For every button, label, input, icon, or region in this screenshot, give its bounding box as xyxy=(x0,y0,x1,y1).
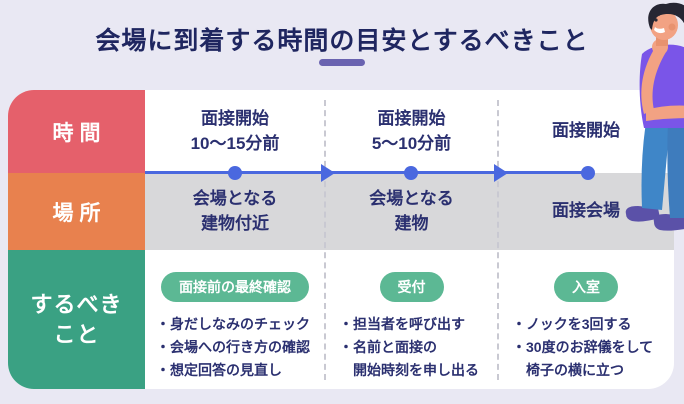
list-item-text: 名前と面接の 開始時刻を申し出る xyxy=(353,339,479,379)
page-title: 会場に到着する時間の目安とするべきこと xyxy=(95,27,589,55)
todo-badge-3: 入室 xyxy=(554,272,618,302)
timeline-dot xyxy=(404,165,418,180)
bullet-icon: ・ xyxy=(156,339,170,356)
place-cell-1: 会場となる 建物付近 xyxy=(145,173,325,250)
thinking-man-illustration xyxy=(625,2,684,231)
todo-list-1: ・ 身だしなみのチェック ・ 会場への行き方の確認 ・ 想定回答の見直し xyxy=(145,313,310,382)
list-item: ・ 名前と面接の 開始時刻を申し出る xyxy=(339,336,479,382)
time-cell-1: 面接開始 10〜15分前 xyxy=(190,108,280,153)
row-header-place: 場所 xyxy=(8,173,145,250)
bullet-icon: ・ xyxy=(339,316,353,332)
todo-list-3: ・ ノックを3回する ・ 30度のお辞儀をして 椅子の横に立つ xyxy=(498,313,653,382)
todo-list-2: ・ 担当者を呼び出す ・ 名前と面接の 開始時刻を申し出る xyxy=(325,313,479,382)
todo-badge-1: 面接前の最終確認 xyxy=(161,272,309,302)
list-item-text: 30度のお辞儀をして 椅子の横に立つ xyxy=(526,339,654,379)
todo-cell-1: 面接前の最終確認 ・ 身だしなみのチェック ・ 会場への行き方の確認 ・ 想定回… xyxy=(145,250,325,389)
place-cell-2: 会場となる 建物 xyxy=(325,173,498,250)
list-item-text: 想定回答の見直し xyxy=(170,362,282,379)
time-cell-3: 面接開始 xyxy=(552,121,620,141)
todo-badge-2: 受付 xyxy=(379,272,444,302)
column-separator xyxy=(497,100,499,380)
timeline-dot xyxy=(228,165,242,180)
list-item: ・ ノックを3回する xyxy=(512,313,653,336)
todo-cell-3: 入室 ・ ノックを3回する ・ 30度のお辞儀をして 椅子の横に立つ xyxy=(498,250,674,389)
bullet-icon: ・ xyxy=(156,362,170,379)
todo-cell-2: 受付 ・ 担当者を呼び出す ・ 名前と面接の 開始時刻を申し出る xyxy=(325,250,498,389)
list-item-text: ノックを3回する xyxy=(526,316,632,332)
list-item: ・ 想定回答の見直し xyxy=(156,359,310,382)
timeline-dot xyxy=(581,165,595,180)
list-item-text: 身だしなみのチェック xyxy=(170,316,310,332)
bullet-icon: ・ xyxy=(512,316,526,332)
timeline-line xyxy=(145,171,588,174)
row-header-todo: するべき こと xyxy=(8,250,145,389)
list-item: ・ 30度のお辞儀をして 椅子の横に立つ xyxy=(512,336,653,382)
timeline-arrow-icon xyxy=(321,163,335,182)
list-item: ・ 担当者を呼び出す xyxy=(339,313,479,336)
schedule-table: 時間 面接開始 10〜15分前 面接開始 5〜10分前 面接開始 場所 会場とな… xyxy=(8,90,674,389)
list-item-text: 会場への行き方の確認 xyxy=(170,339,310,356)
column-separator xyxy=(324,100,326,380)
list-item: ・ 会場への行き方の確認 xyxy=(156,336,310,359)
bullet-icon: ・ xyxy=(339,339,353,356)
time-cell-2: 面接開始 5〜10分前 xyxy=(371,108,452,153)
list-item-text: 担当者を呼び出す xyxy=(353,316,465,332)
timeline-arrow-icon xyxy=(494,163,508,182)
title-underline xyxy=(319,59,365,66)
bullet-icon: ・ xyxy=(512,339,526,356)
list-item: ・ 身だしなみのチェック xyxy=(156,313,310,336)
bullet-icon: ・ xyxy=(156,316,170,332)
row-header-time: 時間 xyxy=(8,90,145,173)
